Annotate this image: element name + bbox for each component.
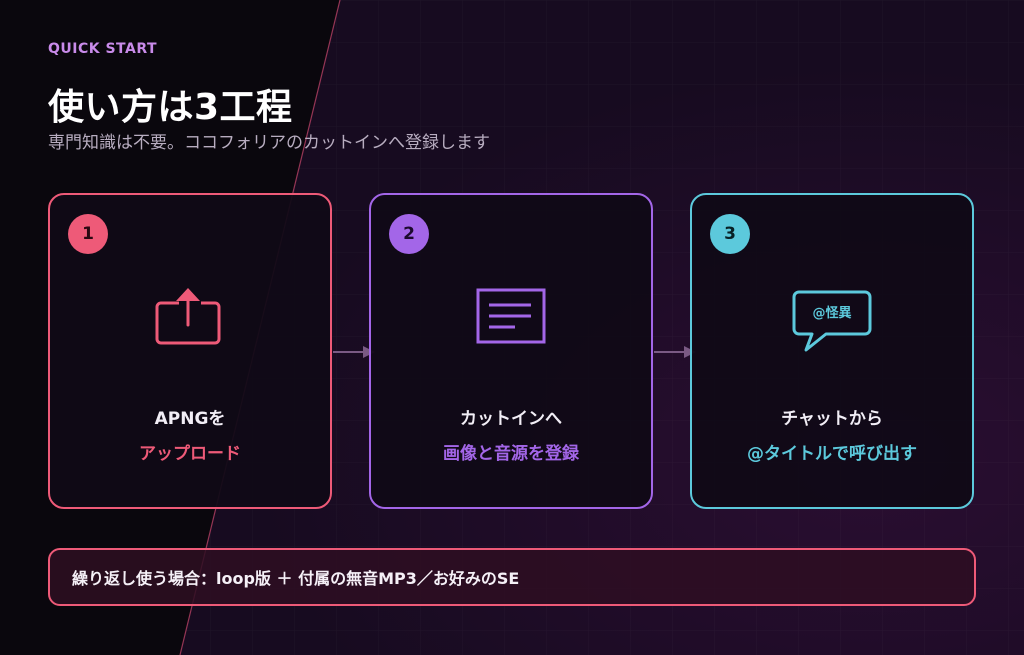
loop-usage-note: 繰り返し使う場合：loop版 ＋ 付属の無音MP3／お好みのSE bbox=[48, 548, 976, 606]
page-title: 使い方は3工程 bbox=[48, 87, 293, 128]
document-lines-icon bbox=[475, 287, 547, 345]
step-number-badge: 3 bbox=[710, 214, 750, 254]
step-action: @タイトルで呼び出す bbox=[747, 444, 917, 464]
upload-icon bbox=[155, 287, 225, 347]
step-number-badge: 2 bbox=[389, 214, 429, 254]
step-action: 画像と音源を登録 bbox=[443, 444, 579, 464]
step-title: カットインへ bbox=[460, 409, 562, 429]
page-subtitle: 専門知識は不要。ココフォリアのカットインへ登録します bbox=[48, 133, 490, 153]
step-card-2: 2 カットインへ 画像と音源を登録 bbox=[369, 193, 653, 509]
step-action: アップロード bbox=[139, 444, 241, 464]
chat-bubble-text: @怪異 bbox=[812, 305, 852, 321]
step-title: チャットから bbox=[781, 409, 883, 429]
note-text: 繰り返し使う場合：loop版 ＋ 付属の無音MP3／お好みのSE bbox=[72, 569, 520, 588]
eyebrow-label: QUICK START bbox=[48, 41, 158, 57]
step-number-badge: 1 bbox=[68, 214, 108, 254]
step-title: APNGを bbox=[154, 409, 226, 429]
step-card-1: 1 APNGを アップロード bbox=[48, 193, 332, 509]
chat-bubble-icon: @怪異 bbox=[792, 290, 872, 354]
step-card-3: 3 @怪異 チャットから @タイトルで呼び出す bbox=[690, 193, 974, 509]
